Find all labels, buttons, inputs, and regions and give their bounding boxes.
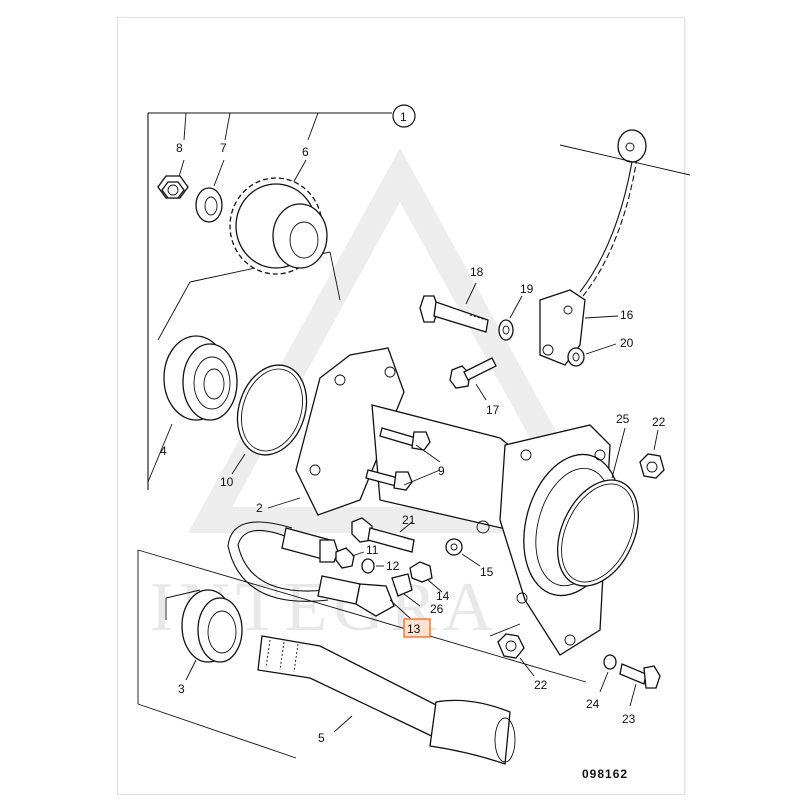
fitting-11 [335,547,365,569]
callout-label-12: 12 [386,559,400,573]
callout-label-20: 20 [620,336,634,350]
washer-15 [445,538,481,567]
washer-7 [195,187,223,223]
fitting-14 [409,561,443,593]
shaft-5 [257,635,516,765]
washer-20 [567,343,617,367]
callout-label-16: 16 [620,308,634,322]
callout-label-6: 6 [302,145,309,159]
hose-13 [227,521,413,621]
callout-labels: 1 2 3 4 5 6 7 8 9 10 11 12 13 14 15 16 1… [160,110,666,745]
callout-label-14: 14 [436,589,450,603]
washer-19 [498,295,523,341]
callout-label-19: 19 [520,282,534,296]
nut-22-lower [489,623,535,677]
callout-label-22-upper: 22 [652,415,666,429]
bolt-18 [419,282,489,333]
bolt-21 [351,517,415,553]
callout-label-9: 9 [438,464,445,478]
callout-label-26: 26 [430,602,444,616]
callout-1 [392,104,416,128]
o-ring-10 [231,364,308,475]
washer-12 [361,558,384,574]
gear-6 [229,177,328,275]
callout-label-25: 25 [616,412,630,426]
callout-label-4: 4 [160,444,167,458]
adapter-26 [391,573,421,607]
callout-label-18: 18 [470,265,484,279]
callout-label-2: 2 [256,501,263,515]
group-bracket-2 [137,549,587,759]
nut-8 [157,175,189,199]
callout-label-3: 3 [178,682,185,696]
nut-22-upper [639,429,665,479]
callout-label-22-lower: 22 [534,678,548,692]
group-bracket-1 [147,112,392,490]
callout-label-11: 11 [366,543,379,557]
bracket-16 [539,129,691,366]
bearing-3 [165,589,243,681]
washer-24 [599,654,617,693]
callout-label-24: 24 [586,697,600,711]
callout-label-8: 8 [176,141,183,155]
callout-label-13: 13 [407,622,421,636]
callout-13-highlight [403,618,431,638]
callout-label-1: 1 [400,110,407,124]
callout-label-5: 5 [318,731,325,745]
bolt-23 [619,663,661,707]
callout-label-21: 21 [402,513,416,527]
drawing-reference-number: 098162 [582,767,628,781]
callout-label-15: 15 [480,565,494,579]
callout-label-23: 23 [622,712,636,726]
callout-label-17: 17 [486,403,500,417]
bolts-9 [365,427,441,491]
callout-label-7: 7 [220,141,227,155]
callout-label-10: 10 [220,475,234,489]
bearing-4 [147,251,341,483]
bolt-17 [449,357,497,401]
o-ring-25 [557,427,639,587]
